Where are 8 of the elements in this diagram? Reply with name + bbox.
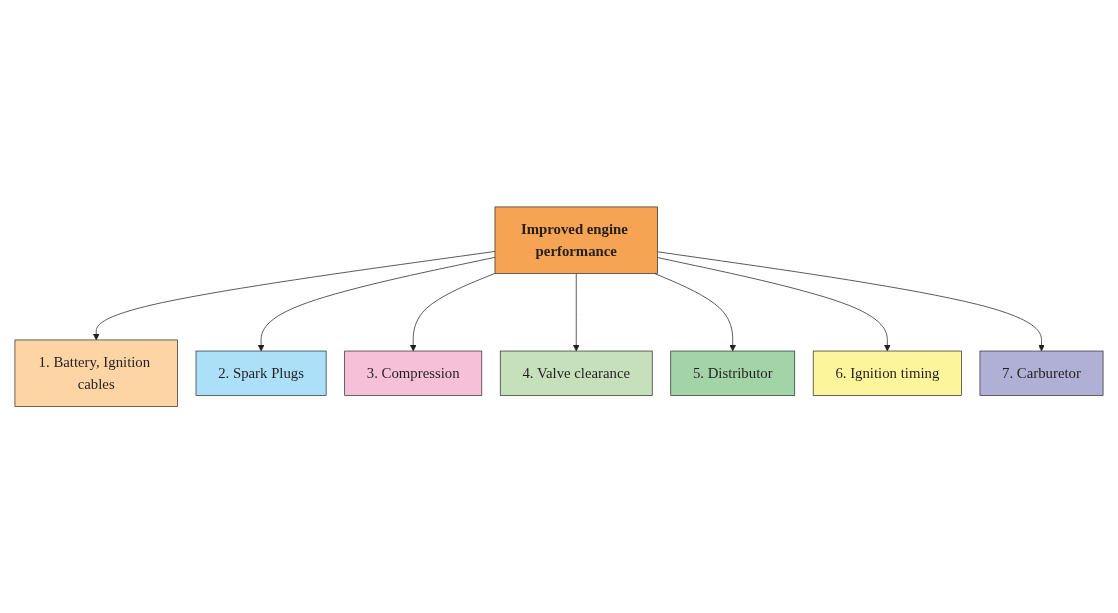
node-box: 6. Ignition timing (812, 350, 962, 396)
node-box: 5. Distributor (670, 350, 796, 396)
node-box: Improved engine performance (494, 206, 658, 274)
node-box: 3. Compression (344, 350, 483, 396)
node-box: 4. Valve clearance (499, 350, 653, 396)
node-box: 2. Spark Plugs (195, 350, 327, 396)
node-box: 1. Battery, Ignition cables (14, 339, 178, 407)
node-box: 7. Carburetor (979, 350, 1104, 396)
